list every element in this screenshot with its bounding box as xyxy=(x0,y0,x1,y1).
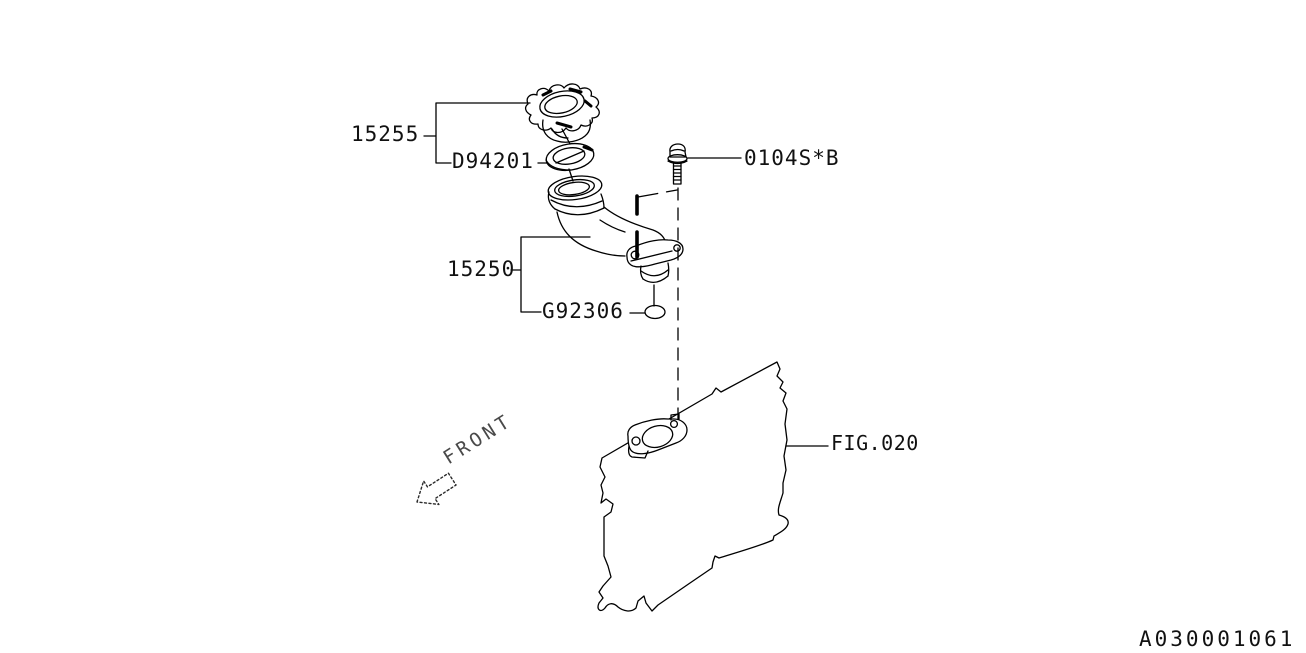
part-number-label-15250: 15250 xyxy=(447,257,516,281)
bolt-threads xyxy=(672,165,682,181)
duct-mouth-inner xyxy=(557,181,591,196)
oil-filler-duct-drawing xyxy=(547,175,684,283)
flange-bolt-drawing xyxy=(667,143,688,185)
figure-reference-label: FIG.020 xyxy=(831,431,919,455)
bolt-washer xyxy=(667,154,688,163)
assembly-dashed-lines xyxy=(635,187,679,420)
o-ring-drawing xyxy=(644,304,666,320)
block-flange-notch xyxy=(670,413,680,421)
engine-block-drawing xyxy=(597,361,789,612)
leader-15250-bracket xyxy=(510,236,591,313)
leader-15255-bracket xyxy=(423,102,531,164)
duct-mouth-outer xyxy=(547,175,603,201)
label-leader-lines xyxy=(423,102,829,447)
block-filler-flange xyxy=(627,413,688,459)
gasket-inner xyxy=(552,147,586,165)
block-flange-ear-hole-right xyxy=(669,419,679,429)
part-number-label-g92306: G92306 xyxy=(542,299,624,323)
bolt-diagonal-dashed-line xyxy=(637,189,678,198)
cap-skirt xyxy=(542,119,591,143)
part-number-label-0104sb: 0104S*B xyxy=(744,146,840,170)
block-flange-skirt xyxy=(627,445,649,459)
cap-top-opening-inner xyxy=(544,94,578,115)
drawing-number: A030001061 xyxy=(1139,627,1296,651)
cap-scalloped-outline xyxy=(524,83,600,134)
oil-filler-cap-drawing xyxy=(524,83,600,143)
part-number-label-d94201: D94201 xyxy=(452,149,534,173)
assembly-axis-ticks xyxy=(561,128,655,307)
front-arrow-outline xyxy=(416,472,457,506)
cap-top-opening-outer xyxy=(539,90,585,118)
duct-elbow-fold xyxy=(599,219,626,233)
duct-tube-lower-edge xyxy=(556,211,626,257)
block-filler-hole xyxy=(641,424,674,449)
front-direction-arrow xyxy=(416,472,457,506)
duct-tube-upper-edge xyxy=(603,206,667,245)
cap-gasket-drawing xyxy=(545,142,595,172)
part-number-label-15255: 15255 xyxy=(351,122,420,146)
bolt-head xyxy=(669,143,687,158)
duct-spout xyxy=(639,262,670,283)
duct-mouth-rim xyxy=(554,178,595,198)
duct-flange-ear-hole-right xyxy=(673,244,681,252)
engine-block-outline xyxy=(597,361,789,612)
block-flange-ear-hole-left xyxy=(631,436,641,446)
